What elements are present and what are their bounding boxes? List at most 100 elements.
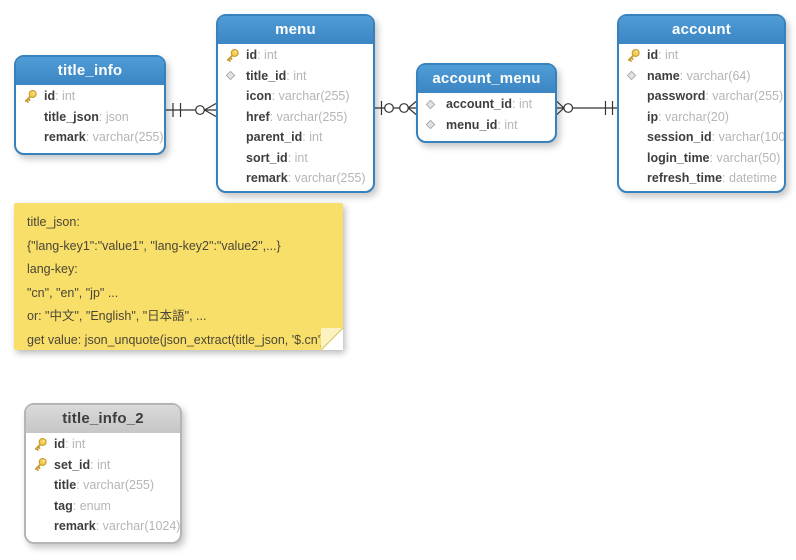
field-name: href <box>246 109 270 124</box>
field-type: : varchar(255) <box>287 171 366 186</box>
field-row[interactable]: menu_id : int <box>418 115 555 136</box>
key-icon <box>23 89 44 104</box>
field-name: id <box>647 48 659 63</box>
field-row[interactable]: sort_id : int <box>218 148 373 169</box>
field-row[interactable]: login_time : varchar(50) <box>619 148 784 169</box>
field-row[interactable]: id : int <box>26 434 180 455</box>
fk-diamond-icon <box>626 70 647 81</box>
field-name: id <box>246 48 258 63</box>
field-type: : varchar(255) <box>271 89 350 104</box>
field-type: : int <box>286 68 307 83</box>
field-name: remark <box>44 130 86 145</box>
field-type: : varchar(255) <box>85 130 164 145</box>
field-name: title_id <box>246 68 287 83</box>
fk-diamond-icon <box>225 70 246 81</box>
field-row[interactable]: session_id : varchar(100) <box>619 127 784 148</box>
field-row[interactable]: parent_id : int <box>218 127 373 148</box>
field-type: : datetime <box>722 171 777 186</box>
field-row[interactable]: id : int <box>218 45 373 66</box>
field-type: : int <box>512 97 533 112</box>
key-icon <box>33 437 54 452</box>
field-name: title <box>54 478 77 493</box>
field-type: : varchar(255) <box>76 478 155 493</box>
table-title[interactable]: title_info <box>16 57 164 85</box>
field-row[interactable]: ip : varchar(20) <box>619 107 784 128</box>
field-row[interactable]: set_id : int <box>26 455 180 476</box>
field-row[interactable]: href : varchar(255) <box>218 107 373 128</box>
field-name: title_json <box>44 109 99 124</box>
table-account_menu[interactable]: account_menu account_id : int menu_id : … <box>416 63 557 143</box>
field-type: : json <box>98 109 129 124</box>
folded-corner <box>321 328 343 350</box>
field-name: menu_id <box>446 117 498 132</box>
key-icon <box>626 48 647 63</box>
field-type: : varchar(1024) <box>95 519 180 534</box>
field-row[interactable]: id : int <box>16 86 164 107</box>
field-name: login_time <box>647 150 710 165</box>
field-type: : enum <box>72 498 111 513</box>
fk-diamond-icon <box>425 119 446 130</box>
note-line: lang-key: <box>27 262 78 276</box>
field-type: : int <box>287 150 308 165</box>
field-type: : varchar(255) <box>705 89 784 104</box>
note-line: get value: json_unquote(json_extract(tit… <box>27 332 325 347</box>
field-name: remark <box>54 519 96 534</box>
field-row[interactable]: name : varchar(64) <box>619 66 784 87</box>
field-name: tag <box>54 498 73 513</box>
field-row[interactable]: title_json : json <box>16 107 164 128</box>
field-type: : int <box>257 48 278 63</box>
field-row[interactable]: account_id : int <box>418 94 555 115</box>
table-fields: id : int title_json : json remark : varc… <box>16 85 164 148</box>
field-name: icon <box>246 89 272 104</box>
field-row[interactable]: tag : enum <box>26 496 180 517</box>
table-fields: id : int set_id : int title : varchar(25… <box>26 433 180 537</box>
table-title[interactable]: title_info_2 <box>26 405 180 433</box>
relationship-account_menu-account[interactable] <box>556 101 617 115</box>
field-name: id <box>54 437 66 452</box>
field-name: password <box>647 89 706 104</box>
table-title_info_2[interactable]: title_info_2 id : int set_id : int title… <box>24 403 182 544</box>
table-title_info[interactable]: title_info id : int title_json : json re… <box>14 55 166 155</box>
field-type: : int <box>55 89 76 104</box>
field-name: refresh_time <box>647 171 723 186</box>
field-row[interactable]: remark : varchar(255) <box>218 168 373 189</box>
field-name: remark <box>246 171 288 186</box>
field-name: ip <box>647 109 659 124</box>
field-row[interactable]: id : int <box>619 45 784 66</box>
field-row[interactable]: remark : varchar(255) <box>16 127 164 148</box>
fk-diamond-icon <box>425 99 446 110</box>
field-row[interactable]: password : varchar(255) <box>619 86 784 107</box>
field-type: : int <box>497 117 518 132</box>
note-line: {"lang-key1":"value1", "lang-key2":"valu… <box>27 238 281 253</box>
table-title[interactable]: menu <box>218 16 373 44</box>
field-name: account_id <box>446 97 512 112</box>
table-menu[interactable]: menu id : int title_id : int icon : varc… <box>216 14 375 193</box>
note-text: title_json: {"lang-key1":"value1", "lang… <box>14 203 343 360</box>
table-fields: id : int name : varchar(64) password : v… <box>619 44 784 189</box>
field-type: : varchar(20) <box>658 109 729 124</box>
key-icon <box>225 48 246 63</box>
field-type: : int <box>90 457 111 472</box>
field-row[interactable]: title : varchar(255) <box>26 475 180 496</box>
relationship-title_info-menu[interactable] <box>166 102 217 118</box>
field-name: set_id <box>54 457 91 472</box>
table-account[interactable]: account id : int name : varchar(64) pass… <box>617 14 786 193</box>
relationship-menu-account_menu[interactable] <box>375 101 417 115</box>
field-row[interactable]: remark : varchar(1024) <box>26 516 180 537</box>
field-type: : varchar(100) <box>711 130 784 145</box>
field-type: : varchar(255) <box>269 109 348 124</box>
table-fields: account_id : int menu_id : int <box>418 93 555 135</box>
note-line: "cn", "en", "jp" ... <box>27 285 119 300</box>
note-line: or: "中文", "English", "日本語", ... <box>27 309 207 323</box>
field-row[interactable]: title_id : int <box>218 66 373 87</box>
field-name: sort_id <box>246 150 288 165</box>
table-title[interactable]: account_menu <box>418 65 555 93</box>
field-name: session_id <box>647 130 712 145</box>
field-row[interactable]: icon : varchar(255) <box>218 86 373 107</box>
sticky-note[interactable]: title_json: {"lang-key1":"value1", "lang… <box>14 203 343 350</box>
note-line: title_json: <box>27 215 80 229</box>
table-title[interactable]: account <box>619 16 784 44</box>
field-row[interactable]: refresh_time : datetime <box>619 168 784 189</box>
